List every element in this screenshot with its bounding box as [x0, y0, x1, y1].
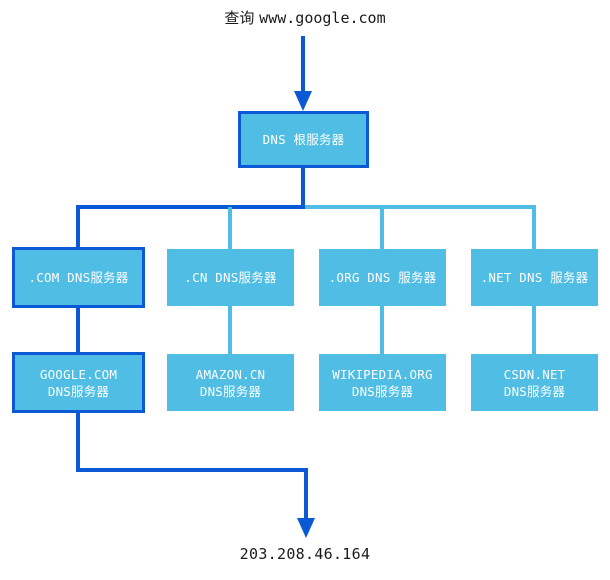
query-caption: 查询 www.google.com [0, 7, 610, 28]
query-caption-prefix: 查询 [224, 9, 260, 27]
node-label: CSDN.NET DNS服务器 [503, 366, 566, 399]
query-domain-text: www.google.com [259, 9, 386, 27]
node-tld-org[interactable]: .ORG DNS 服务器 [319, 249, 446, 306]
node-authoritative-wikipedia-org[interactable]: WIKIPEDIA.ORG DNS服务器 [319, 354, 446, 411]
node-label: .ORG DNS 服务器 [328, 270, 437, 285]
node-authoritative-csdn-net[interactable]: CSDN.NET DNS服务器 [471, 354, 598, 411]
node-label: GOOGLE.COM DNS服务器 [39, 366, 118, 399]
result-ip-caption: 203.208.46.164 [239, 545, 371, 563]
node-authoritative-google-com[interactable]: GOOGLE.COM DNS服务器 [12, 352, 145, 413]
edge-query-to-root [294, 36, 312, 111]
node-tld-com[interactable]: .COM DNS服务器 [12, 247, 145, 308]
node-label: .NET DNS 服务器 [480, 270, 589, 285]
edge-google-to-result [76, 413, 315, 538]
node-authoritative-amazon-cn[interactable]: AMAZON.CN DNS服务器 [167, 354, 294, 411]
node-label: .COM DNS服务器 [28, 270, 129, 285]
node-label: AMAZON.CN DNS服务器 [195, 366, 266, 399]
node-dns-root-server[interactable]: DNS 根服务器 [238, 111, 369, 168]
node-label: WIKIPEDIA.ORG DNS服务器 [332, 366, 433, 399]
node-label: .CN DNS服务器 [184, 270, 277, 285]
node-tld-net[interactable]: .NET DNS 服务器 [471, 249, 598, 306]
node-label: DNS 根服务器 [262, 132, 345, 147]
node-tld-cn[interactable]: .CN DNS服务器 [167, 249, 294, 306]
